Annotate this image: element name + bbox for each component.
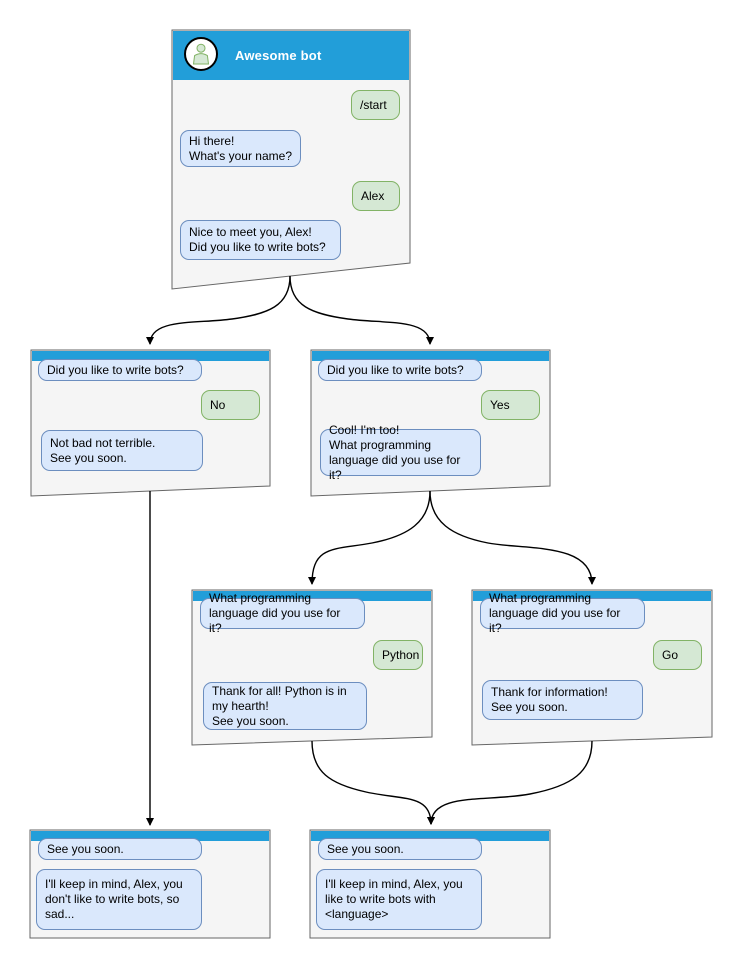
edge-go-to-end — [427, 740, 593, 825]
chat-bubble-bot-cool: Cool! I'm too! What programming language… — [320, 423, 481, 482]
edge-root-to-no — [146, 275, 291, 345]
chat-bubble-bot-see-you-no: See you soon. — [38, 838, 202, 860]
person-icon — [192, 43, 210, 65]
lang-python-header-strip — [193, 591, 431, 601]
branch-no-header-strip — [32, 351, 269, 361]
chat-bubble-user-go: Go — [653, 640, 702, 670]
edge-yes-to-go — [429, 490, 596, 585]
lang-go-header-strip — [473, 591, 711, 601]
chat-bubble-bot-greeting: Hi there! What's your name? — [180, 130, 301, 167]
chat-bubble-bot-not-bad: Not bad not terrible. See you soon. — [41, 430, 203, 471]
edge-yes-to-python — [308, 490, 431, 585]
root-window-header: Awesome bot — [173, 31, 409, 80]
chat-bubble-bot-question-no: Did you like to write bots? — [38, 359, 202, 381]
chat-bubble-bot-what-language-python: What programming language did you use fo… — [200, 591, 365, 635]
end-lang-header-strip — [311, 831, 549, 841]
chat-bubble-user-yes: Yes — [481, 390, 540, 420]
edge-root-to-yes — [289, 275, 434, 345]
chat-bubble-user-python: Python — [373, 640, 423, 670]
avatar — [184, 37, 218, 71]
chat-bubble-bot-what-language-go: What programming language did you use fo… — [480, 591, 645, 635]
chat-bubble-bot-nice-to-meet: Nice to meet you, Alex! Did you like to … — [180, 220, 341, 260]
chat-bubble-bot-keep-in-mind-lang: I'll keep in mind, Alex, you like to wri… — [316, 869, 482, 930]
chat-bubble-bot-thank-python: Thank for all! Python is in my hearth! S… — [203, 682, 367, 730]
chat-bubble-user-name: Alex — [352, 181, 400, 211]
chat-bubble-bot-question-yes: Did you like to write bots? — [318, 359, 482, 381]
chat-bubble-bot-see-you-lang: See you soon. — [318, 838, 482, 860]
window-title: Awesome bot — [235, 48, 322, 63]
chat-bubble-bot-keep-in-mind-no: I'll keep in mind, Alex, you don't like … — [36, 869, 202, 930]
chat-bubble-user-start: /start — [351, 90, 400, 120]
chat-bubble-bot-thank-go: Thank for information! See you soon. — [482, 680, 643, 720]
branch-yes-header-strip — [312, 351, 549, 361]
end-no-header-strip — [31, 831, 269, 841]
edge-python-to-end — [311, 740, 435, 825]
chat-bubble-user-no: No — [201, 390, 260, 420]
